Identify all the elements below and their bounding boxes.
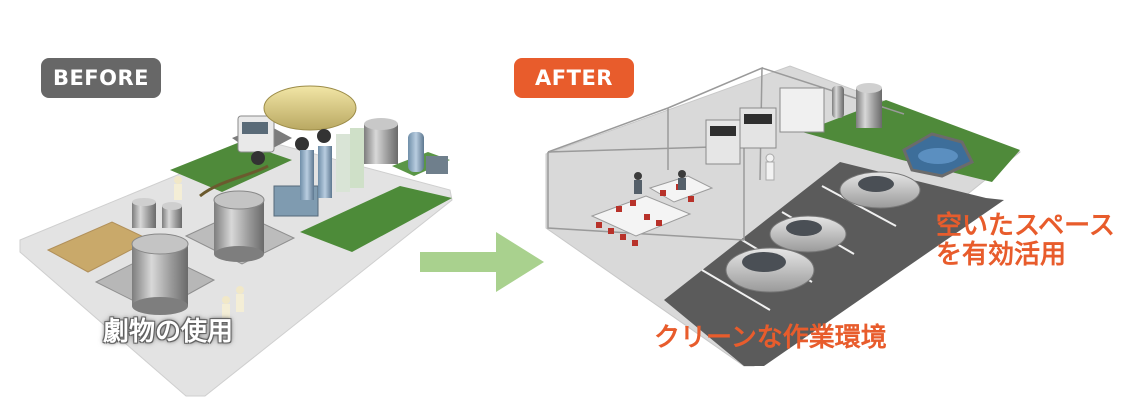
storage-tank-1 <box>131 233 189 315</box>
after-caption-space-line2: を有効活用 <box>936 239 1067 270</box>
before-caption: 劇物の使用 <box>103 317 234 347</box>
tanker-truck <box>232 85 357 165</box>
before-plant <box>19 85 453 397</box>
clean-equipment <box>705 83 882 181</box>
pond <box>902 132 975 178</box>
meeting-tables <box>590 170 714 246</box>
before-badge: BEFORE <box>41 58 161 98</box>
after-caption-space-usage: 空いたスペース を有効活用 <box>936 212 1115 269</box>
parked-car-1 <box>725 247 815 293</box>
parked-car-2 <box>769 215 847 253</box>
process-equipment <box>273 118 448 217</box>
after-badge: AFTER <box>514 58 634 98</box>
transfer-hose <box>199 164 269 198</box>
right-arrow-icon <box>420 232 544 292</box>
after-plant <box>545 65 1021 367</box>
before-floor <box>19 139 453 397</box>
parking-lot <box>664 162 1004 366</box>
small-tanks <box>132 198 182 228</box>
storage-tank-2 <box>213 190 265 262</box>
parked-car-3 <box>839 171 921 209</box>
after-caption-clean-workspace: クリーンな作業環境 <box>654 323 887 353</box>
worker-figures <box>174 176 244 320</box>
after-caption-space-line1: 空いたスペース <box>936 211 1115 241</box>
before-grass-right <box>300 186 452 252</box>
